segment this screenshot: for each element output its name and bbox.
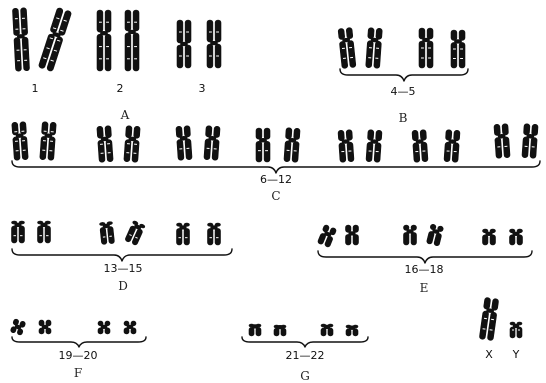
chromosome-21a (249, 324, 261, 336)
chromosome-8a (176, 126, 192, 161)
chromosome-17a (404, 225, 417, 245)
label-chromosome-1: 1 (32, 82, 39, 95)
range-label-13-15: 13—15 (104, 262, 143, 275)
chromosome-6b (40, 122, 57, 161)
brace-group-e (318, 251, 532, 263)
chromosome-3a (177, 20, 191, 68)
chromosome-18b (510, 229, 523, 245)
range-label-16-18: 16—18 (405, 263, 444, 276)
chromosome-12b (522, 124, 538, 159)
label-chromosome-x: X (485, 348, 493, 361)
chromosome-11a (412, 130, 428, 163)
chromosome-9a (256, 128, 270, 162)
chromosome-y (510, 322, 522, 338)
group-label-c: C (271, 189, 280, 203)
group-label-d: D (118, 279, 128, 293)
chromosome-20b (124, 321, 136, 334)
range-label-19-20: 19—20 (59, 349, 98, 362)
chromosome-16a (317, 224, 337, 247)
brace-group-b (340, 69, 468, 81)
chromosome-15b (208, 223, 221, 245)
group-label-g: G (300, 369, 310, 383)
chromosome-x (479, 297, 499, 341)
chromosome-7b (124, 126, 140, 163)
chromosome-12a (494, 124, 510, 159)
chromosome-3b (207, 20, 221, 68)
group-label-e: E (420, 281, 429, 295)
chromosome-17b (426, 224, 443, 247)
chromosome-10a (338, 130, 354, 163)
chromosome-22b (346, 325, 358, 336)
chromosome-13b (38, 221, 51, 243)
brace-group-d (12, 249, 232, 261)
chromosome-5b (451, 30, 465, 68)
range-label-6-12: 6—12 (260, 173, 292, 186)
chromosome-7a (97, 126, 113, 163)
chromosome-11b (444, 130, 460, 163)
brace-layer (12, 69, 540, 347)
chromosome-9b (284, 128, 300, 163)
label-chromosome-y: Y (512, 348, 520, 361)
chromosome-19a (10, 318, 26, 335)
chromosome-4a (338, 27, 356, 68)
label-chromosome-3: 3 (199, 82, 206, 95)
group-label-a: A (120, 108, 130, 122)
chromosome-18a (483, 229, 496, 245)
brace-group-g (242, 337, 368, 347)
chromosome-14b (125, 220, 146, 245)
chromosome-4b (366, 28, 383, 69)
group-label-b: B (399, 111, 408, 125)
chromosome-19b (39, 320, 51, 334)
chromosome-13a (12, 221, 25, 243)
chromosome-22a (321, 324, 333, 336)
chromosome-15a (177, 223, 190, 245)
chromosome-6a (12, 122, 29, 161)
chromosome-1b (38, 7, 72, 72)
chromosome-10b (366, 130, 382, 163)
label-chromosome-2: 2 (117, 82, 124, 95)
chromosome-21b (274, 325, 286, 336)
chromosome-16b (346, 225, 359, 245)
chromosome-2b (125, 10, 139, 71)
chromosome-5a (419, 28, 433, 68)
chromosome-8b (204, 126, 220, 161)
range-label-21-22: 21—22 (286, 349, 325, 362)
group-label-f: F (74, 366, 82, 380)
chromosome-20a (98, 321, 110, 334)
brace-group-c (12, 161, 540, 173)
range-label-4-5: 4—5 (391, 85, 416, 98)
chromosome-2a (97, 10, 111, 71)
chromosome-1a (12, 8, 29, 72)
brace-group-f (12, 337, 146, 347)
chromosome-14a (99, 221, 114, 244)
